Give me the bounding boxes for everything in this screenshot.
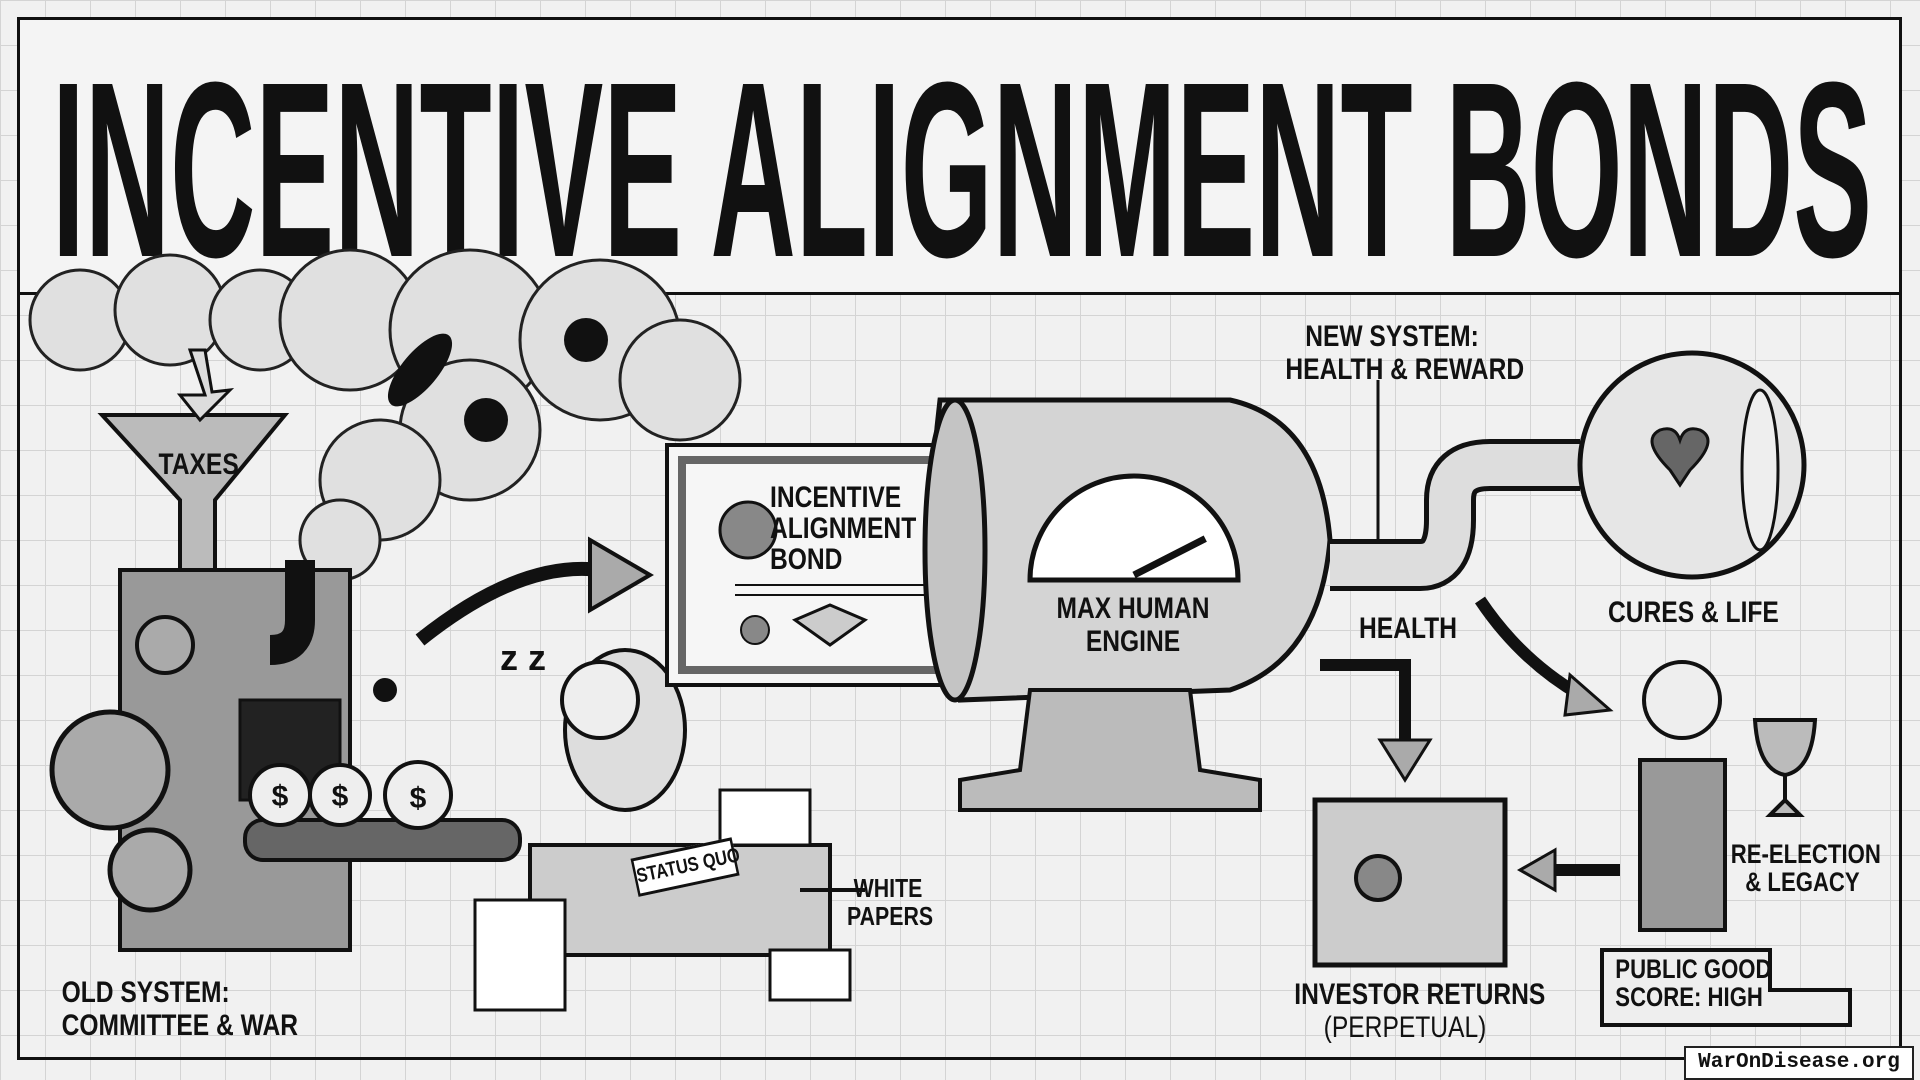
handshake-icon [791, 603, 869, 647]
podium [1600, 948, 1852, 1027]
money-symbol: $ [332, 780, 349, 813]
arrow-icon [1475, 596, 1584, 701]
public-good-line1: PUBLIC GOOD [1615, 954, 1772, 984]
bond-line2: ALIGNMENT [770, 512, 917, 545]
safe-dial [1354, 854, 1402, 902]
gear-icon [107, 827, 193, 913]
new-system-caption: NEW SYSTEM: HEALTH & REWARD [1285, 320, 1525, 386]
bond-line3: BOND [770, 543, 843, 576]
watermark-link[interactable]: WarOnDisease.org [1684, 1046, 1914, 1080]
sleep-z-icon: z z [500, 637, 546, 678]
cures-life-label: CURES & LIFE [1608, 596, 1779, 629]
paper-stack [473, 788, 852, 1012]
seal-icon [740, 615, 770, 645]
money-bag-icon [248, 760, 453, 830]
gear-icon [135, 615, 195, 675]
engine-stand [958, 688, 1262, 812]
taxes-label: TAXES [158, 448, 239, 481]
new-system-line2: HEALTH & REWARD [1285, 353, 1525, 386]
gear-icon [718, 500, 778, 560]
money-symbol: $ [410, 782, 427, 815]
engine-line1: MAX HUMAN [1056, 592, 1210, 625]
heart-icon [1650, 427, 1710, 488]
exhaust-pipe [269, 560, 315, 665]
white-papers-label: WHITE PAPERS [847, 873, 934, 931]
trophy-icon [1752, 718, 1818, 817]
arrow-head [588, 536, 654, 614]
re-election-line2: & LEGACY [1745, 867, 1860, 897]
health-label: HEALTH [1359, 612, 1457, 645]
investor-returns-line2: (PERPETUAL) [1323, 1011, 1487, 1044]
investor-returns-line1: INVESTOR RETURNS [1294, 978, 1546, 1011]
white-papers-line2: PAPERS [847, 901, 934, 931]
down-arrow-icon [176, 348, 235, 423]
gauge [1027, 473, 1241, 583]
re-election-label: RE-ELECTION & LEGACY [1730, 839, 1881, 897]
gauge-needle [1132, 535, 1207, 579]
bond-certificate [665, 443, 959, 687]
engine-label: MAX HUMAN ENGINE [1051, 592, 1215, 658]
money-symbol: $ [272, 780, 289, 813]
illustration-frame [17, 289, 1902, 1060]
public-good-score: PUBLIC GOOD SCORE: HIGH [1615, 954, 1772, 1012]
arrow-icon [1320, 659, 1411, 745]
new-system-line1: NEW SYSTEM: [1305, 320, 1479, 353]
human-figure-icon [1740, 388, 1780, 552]
white-papers-line1: WHITE [853, 873, 923, 903]
old-system-line1: OLD SYSTEM: [61, 976, 230, 1009]
skull-icon [373, 318, 608, 702]
engine-line2: ENGINE [1085, 625, 1181, 658]
bond-line1: INCENTIVE [770, 481, 902, 514]
safe-icon [1312, 797, 1508, 968]
conveyor-belt [243, 818, 522, 862]
bomb-icon [387, 333, 453, 407]
official-head [560, 660, 640, 740]
title-banner: INCENTIVE ALIGNMENT BONDS [17, 17, 1902, 309]
curved-arrow-icon [415, 561, 601, 646]
politician-head [1642, 660, 1722, 740]
re-election-line1: RE-ELECTION [1730, 839, 1881, 869]
gear-icon [49, 709, 171, 831]
investor-returns-label: INVESTOR RETURNS (PERPETUAL) [1294, 978, 1546, 1044]
bond-title: INCENTIVE ALIGNMENT BOND [770, 482, 918, 575]
public-good-line2: SCORE: HIGH [1615, 982, 1763, 1012]
politician-figure [1638, 758, 1727, 932]
funnel [97, 413, 290, 577]
old-system-line2: COMMITTEE & WAR [61, 1009, 299, 1042]
old-system-caption: OLD SYSTEM: COMMITTEE & WAR [61, 976, 299, 1042]
